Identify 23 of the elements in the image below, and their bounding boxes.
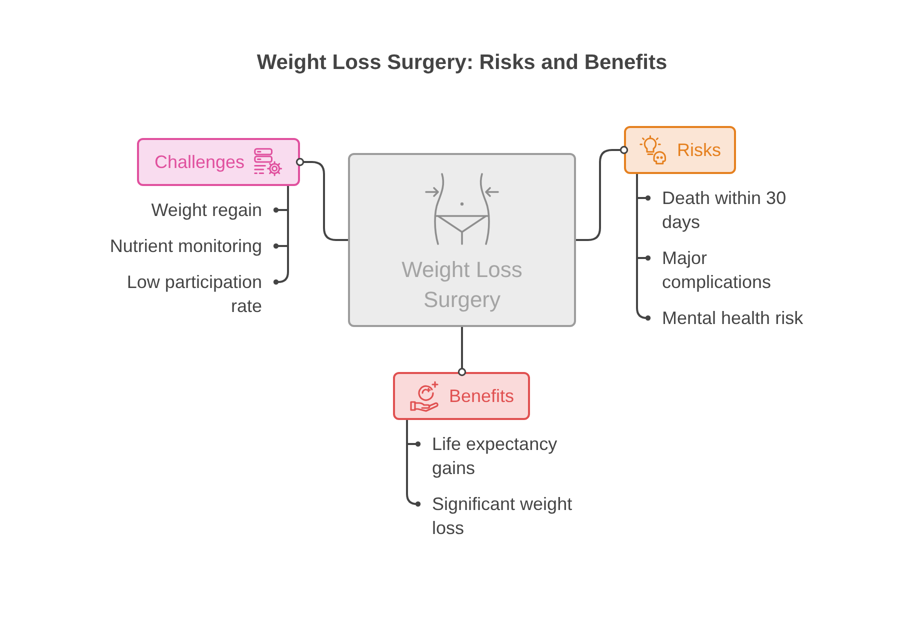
connector-line [406,420,421,507]
connector-line [636,174,651,321]
connector-line [576,146,628,241]
category-box [393,372,530,420]
category-box [137,138,300,186]
branch-label: Weight regain [96,198,276,222]
branch-label: Death within 30 days [648,186,816,234]
topic-box [348,153,576,327]
branch-label: Major complications [648,246,816,294]
branch-label: Low participation rate [96,270,276,318]
branch-label: Nutrient monitoring [96,234,276,258]
diagram-title: Weight Loss Surgery: Risks and Benefits [256,50,668,76]
category-label: Benefits [448,385,514,408]
category-label: Risks [677,139,721,162]
connector-line [296,158,348,241]
connector-line [273,186,289,285]
branch-label: Significant weight loss [418,492,586,540]
branch-label: Life expectancy gains [418,432,586,480]
topic-label: Weight Loss Surgery [400,256,524,314]
category-label: Challenges [154,151,245,174]
category-box [624,126,736,174]
branch-label: Mental health risk [648,306,816,330]
connector-line [458,327,466,376]
